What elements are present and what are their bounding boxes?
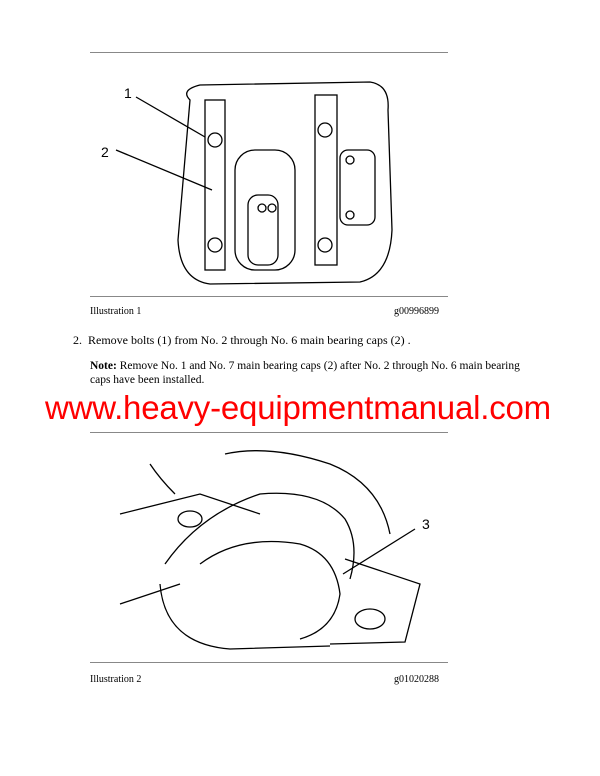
divider [90, 432, 448, 433]
illustration-2-code: g01020288 [394, 674, 439, 685]
illustration-1-crankshaft-bearing-caps: 1 2 [101, 81, 393, 285]
step-2: 2. Remove bolts (1) from No. 2 through N… [73, 333, 411, 348]
callout-1: 1 [124, 85, 132, 101]
callout-2: 2 [101, 144, 109, 160]
note: Note: Remove No. 1 and No. 7 main bearin… [90, 359, 540, 387]
step-text: Remove bolts (1) from No. 2 through No. … [88, 333, 411, 347]
watermark: www.heavy-equipmentmanual.com [45, 389, 551, 426]
illustration-1-caption: Illustration 1 [90, 306, 142, 317]
note-text: Remove No. 1 and No. 7 main bearing caps… [90, 360, 520, 386]
note-label: Note: [90, 360, 117, 372]
divider [90, 296, 448, 297]
step-number: 2. [73, 333, 82, 347]
divider [90, 662, 448, 663]
divider [90, 52, 448, 53]
illustration-1-code: g00996899 [394, 306, 439, 317]
callout-3: 3 [422, 516, 430, 532]
illustration-2-bearing-detail: 3 [119, 450, 430, 650]
illustration-2-caption: Illustration 2 [90, 674, 142, 685]
